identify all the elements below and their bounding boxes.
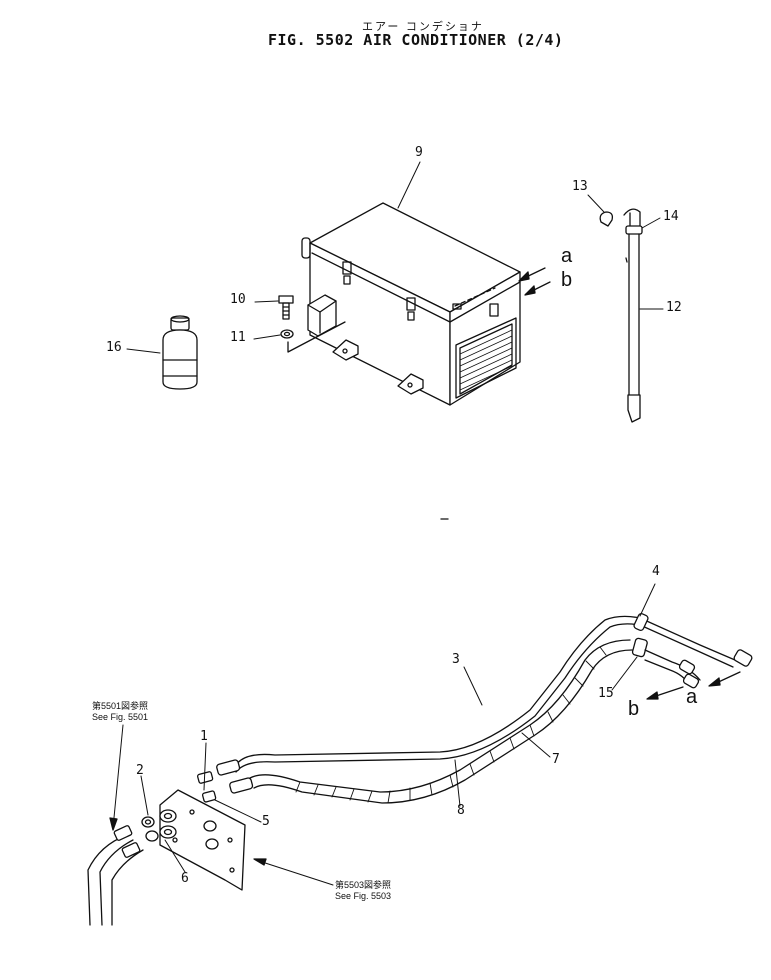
hose-assembly xyxy=(197,612,753,804)
callout-5: 5 xyxy=(262,814,270,829)
callout-12: 12 xyxy=(666,300,682,315)
reference-5503-en: See Fig. 5503 xyxy=(335,891,392,901)
japanese-title: エアー コンデショナ xyxy=(362,20,484,33)
callout-15: 15 xyxy=(598,686,614,701)
figure-title: FIG. 5502 AIR CONDITIONER (2/4) xyxy=(268,31,564,49)
callout-16: 16 xyxy=(106,340,122,355)
callout-14: 14 xyxy=(663,209,679,224)
refrigerant-bottle xyxy=(162,315,198,390)
callout-2: 2 xyxy=(136,763,144,778)
callout-10: 10 xyxy=(230,292,246,307)
letter-b-upper: b xyxy=(561,269,573,291)
callout-4: 4 xyxy=(652,564,660,579)
reference-5503-jp: 第5503図参照 xyxy=(335,880,392,890)
washer xyxy=(280,329,294,339)
callout-13: 13 xyxy=(572,179,588,194)
letter-a-lower: a xyxy=(686,686,698,708)
letter-b-lower: b xyxy=(628,698,640,720)
callout-3: 3 xyxy=(452,652,460,667)
callout-11: 11 xyxy=(230,330,246,345)
reference-5501-en: See Fig. 5501 xyxy=(92,712,149,722)
callout-6: 6 xyxy=(181,871,189,886)
reference-fig-5501: 第5501図参照 See Fig. 5501 xyxy=(92,701,148,723)
hose-clamp xyxy=(599,211,614,227)
callout-9: 9 xyxy=(415,145,423,160)
callout-8: 8 xyxy=(457,803,465,818)
air-conditioner-unit xyxy=(287,202,521,406)
reference-fig-5503: 第5503図参照 See Fig. 5503 xyxy=(335,880,391,902)
callout-7: 7 xyxy=(552,752,560,767)
callout-1: 1 xyxy=(200,729,208,744)
letter-a-upper: a xyxy=(561,245,573,267)
drain-hose xyxy=(623,208,643,423)
reference-5501-jp: 第5501図参照 xyxy=(92,701,149,711)
mounting-plate xyxy=(159,789,246,891)
left-hoses xyxy=(87,825,144,926)
bolt xyxy=(278,295,294,320)
